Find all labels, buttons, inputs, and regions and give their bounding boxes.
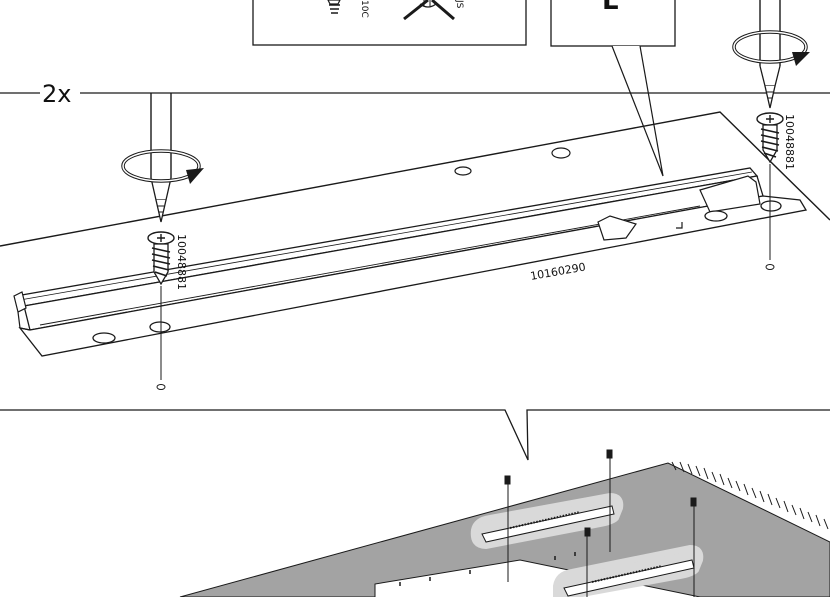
- phillips-screwdriver-icon: [759, 0, 781, 109]
- detail-partial-text-a: 10C: [359, 0, 369, 18]
- rail-hole: [92, 332, 116, 344]
- right-screwing-step: 10048881: [732, 0, 810, 270]
- rail-hole: [149, 321, 171, 333]
- phillips-screwdriver-icon: [150, 93, 172, 223]
- wood-screw-icon: [147, 231, 175, 286]
- detail-box-side-mark: L: [550, 0, 676, 177]
- detail-box-wrong-screw: 10C JS: [252, 0, 527, 46]
- drawer-rail: 10160290: [13, 167, 808, 357]
- quantity-label: 2x: [42, 80, 71, 108]
- rail-highlight: [470, 492, 624, 550]
- rail-hole: [760, 200, 782, 212]
- screw-part-number-right: 10048881: [783, 114, 796, 170]
- panel-surface: [0, 111, 830, 247]
- overview-frame: [0, 409, 830, 461]
- detail-box-letter: L: [602, 0, 619, 16]
- cross-out-icon: [403, 0, 455, 21]
- quantity-marker: 2x: [0, 80, 830, 108]
- detail-partial-text-b: JS: [454, 0, 464, 9]
- screw-part-number-left: 10048881: [175, 234, 188, 290]
- clockwise-rotation-arrow-icon: [121, 149, 204, 184]
- rail-side-mark: [676, 222, 683, 229]
- rail-part-number: 10160290: [529, 260, 586, 283]
- rail-hole: [704, 210, 728, 222]
- rail-latch: [597, 215, 637, 241]
- panel-hole: [551, 147, 571, 159]
- overview-screws: [504, 449, 697, 597]
- panel-hole: [454, 166, 472, 176]
- clockwise-rotation-arrow-icon: [732, 30, 810, 66]
- wood-screw-icon: [756, 112, 784, 164]
- small-screw-icon: [327, 0, 341, 14]
- overview-scene: [179, 449, 830, 597]
- left-screwing-step: 10048881: [121, 93, 204, 390]
